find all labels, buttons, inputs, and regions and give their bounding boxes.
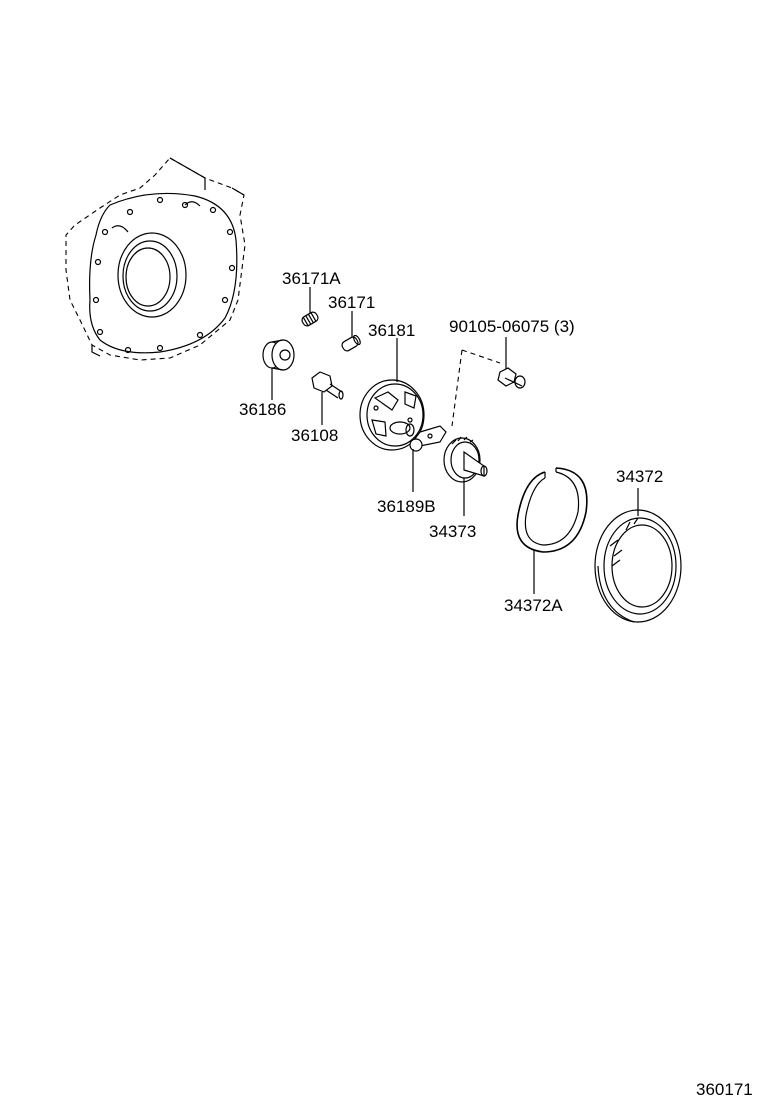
plate-36189B [409, 425, 447, 492]
pump-body-36181 [359, 338, 425, 451]
pin-36171 [341, 311, 361, 352]
part-label-36181: 36181 [368, 321, 415, 340]
part-label-36186: 36186 [239, 400, 286, 419]
gear-34373 [443, 436, 488, 516]
part-label-36171A: 36171A [282, 269, 341, 288]
part-label-36189B: 36189B [377, 497, 436, 516]
part-label-36108: 36108 [291, 426, 338, 445]
shaft-36108 [311, 371, 344, 425]
snap-ring-34372A [516, 467, 588, 594]
part-label-34372A: 34372A [504, 596, 563, 615]
gear-36186 [262, 339, 295, 400]
bolt-90105-06075 [451, 337, 526, 427]
transmission-case [65, 157, 246, 361]
part-label-36171: 36171 [328, 293, 375, 312]
figure-number: 360171 [696, 1080, 753, 1099]
ring-34372 [594, 488, 682, 623]
part-label-90105-06075: 90105-06075 (3) [449, 317, 575, 336]
spring-36171A [301, 287, 319, 327]
part-label-34373: 34373 [429, 522, 476, 541]
part-label-34372: 34372 [616, 467, 663, 486]
